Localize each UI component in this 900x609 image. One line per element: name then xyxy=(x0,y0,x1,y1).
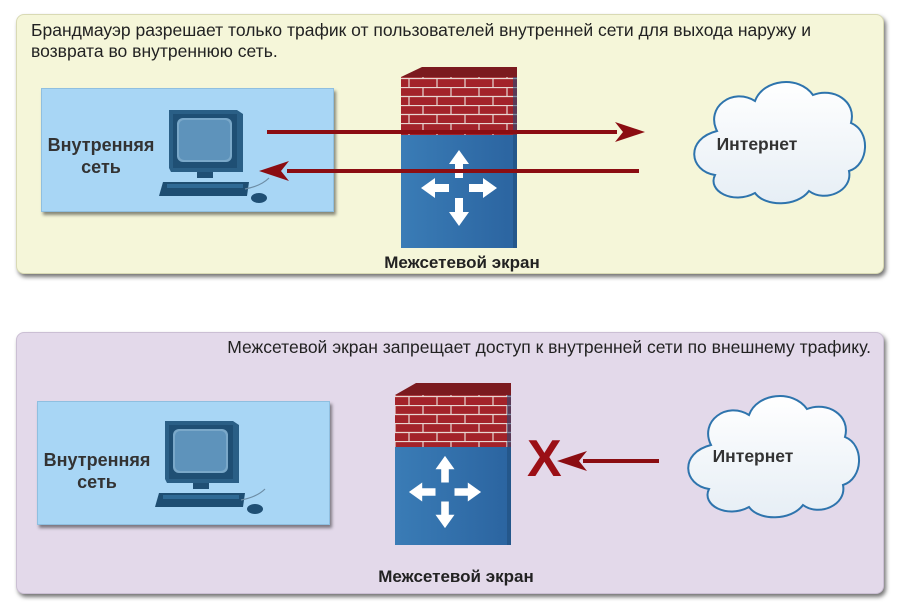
arrow-left-icon xyxy=(259,161,639,181)
internal-network-label-line2: сеть xyxy=(81,157,121,177)
scenario-allow-panel: Брандмауэр разрешает только трафик от по… xyxy=(16,14,884,274)
cloud-icon xyxy=(687,395,860,519)
firewall-icon xyxy=(401,67,517,248)
diagram-graphics xyxy=(395,383,860,545)
internal-network-label-line1: Внутренняя xyxy=(47,135,155,155)
internal-network-label: Внутренняя сеть xyxy=(38,449,156,493)
firewall-brick-icon xyxy=(401,77,517,135)
scenario-block-caption: Межсетевой экран запрещает доступ к внут… xyxy=(227,337,871,357)
internal-network-label-line1: Внутренняя xyxy=(43,450,151,470)
scenario-block-panel: Межсетевой экран запрещает доступ к внут… xyxy=(16,332,884,594)
diagram-graphics xyxy=(259,67,866,248)
arrow-left-icon xyxy=(557,451,659,471)
internal-network-label: Внутренняя сеть xyxy=(42,134,160,178)
firewall-icon xyxy=(395,383,511,545)
arrow-right-icon xyxy=(267,122,645,142)
internet-label: Интернет xyxy=(716,134,798,154)
internal-network-box: Внутренняя сеть xyxy=(41,88,334,212)
blocked-x-icon: X xyxy=(527,430,562,488)
scenario-allow-caption: Брандмауэр разрешает только трафик от по… xyxy=(31,20,812,61)
cloud-icon xyxy=(693,81,866,205)
firewall-label: Межсетевой экран xyxy=(378,567,534,586)
internal-network-label-line2: сеть xyxy=(77,472,117,492)
internal-network-box: Внутренняя сеть xyxy=(37,401,330,525)
firewall-label: Межсетевой экран xyxy=(384,253,540,272)
firewall-brick-icon xyxy=(395,395,511,447)
internet-label: Интернет xyxy=(712,446,794,466)
